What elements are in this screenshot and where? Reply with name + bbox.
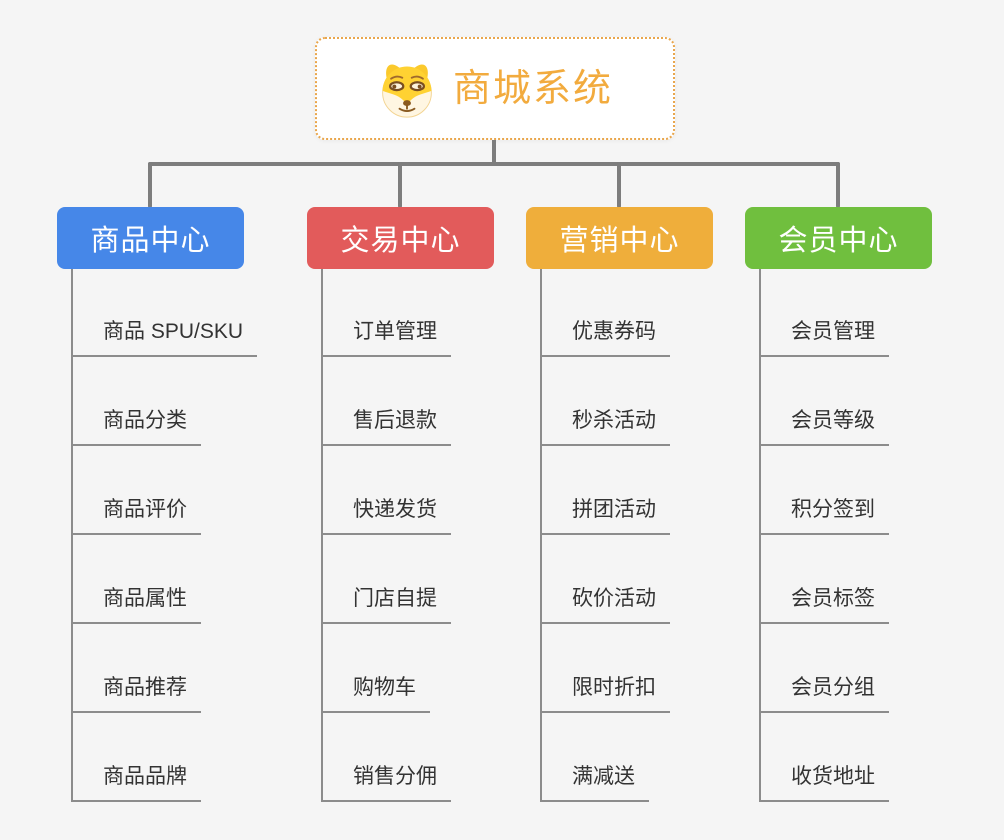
branch-topic-trade-center[interactable]: 交易中心 [307,207,494,269]
leaf-topic[interactable]: 商品推荐 [71,671,201,713]
root-topic-title: 商城系统 [452,67,613,110]
branch-topic-marketing-center[interactable]: 营销中心 [526,207,713,269]
leaf-topic[interactable]: 收货地址 [759,760,889,802]
leaf-topic[interactable]: 会员分组 [759,671,889,713]
leaf-topic[interactable]: 会员标签 [759,582,889,624]
leaf-topic[interactable]: 快递发货 [321,493,451,535]
branch-topic-goods-center[interactable]: 商品中心 [57,207,244,269]
leaf-topic[interactable]: 拼团活动 [540,493,670,535]
leaf-topic[interactable]: 满减送 [540,760,649,802]
root-topic[interactable]: 商城系统 [315,37,675,140]
leaf-topic[interactable]: 购物车 [321,671,430,713]
leaf-topic[interactable]: 门店自提 [321,582,451,624]
leaf-topic[interactable]: 积分签到 [759,493,889,535]
leaf-topic[interactable]: 销售分佣 [321,760,451,802]
column-trunk-line [759,269,761,802]
leaf-topic[interactable]: 砍价活动 [540,582,670,624]
leaf-topic[interactable]: 商品品牌 [71,760,201,802]
leaf-topic[interactable]: 商品属性 [71,582,201,624]
leaf-topic[interactable]: 限时折扣 [540,671,670,713]
branch-topic-member-center[interactable]: 会员中心 [745,207,932,269]
branch-drop-line [398,162,402,208]
leaf-topic[interactable]: 优惠券码 [540,315,670,357]
column-trunk-line [321,269,323,802]
connector-bus-line [148,162,840,166]
column-trunk-line [540,269,542,802]
leaf-topic[interactable]: 商品分类 [71,404,201,446]
branch-drop-line [148,162,152,208]
leaf-topic[interactable]: 会员等级 [759,404,889,446]
leaf-topic[interactable]: 售后退款 [321,404,451,446]
doge-icon [382,63,432,118]
root-stem-line [492,140,496,166]
leaf-topic[interactable]: 会员管理 [759,315,889,357]
leaf-topic[interactable]: 商品评价 [71,493,201,535]
column-trunk-line [71,269,73,802]
branch-drop-line [836,162,840,208]
leaf-topic[interactable]: 订单管理 [321,315,451,357]
leaf-topic[interactable]: 商品 SPU/SKU [71,315,258,357]
branch-drop-line [617,162,621,208]
leaf-topic[interactable]: 秒杀活动 [540,404,670,446]
